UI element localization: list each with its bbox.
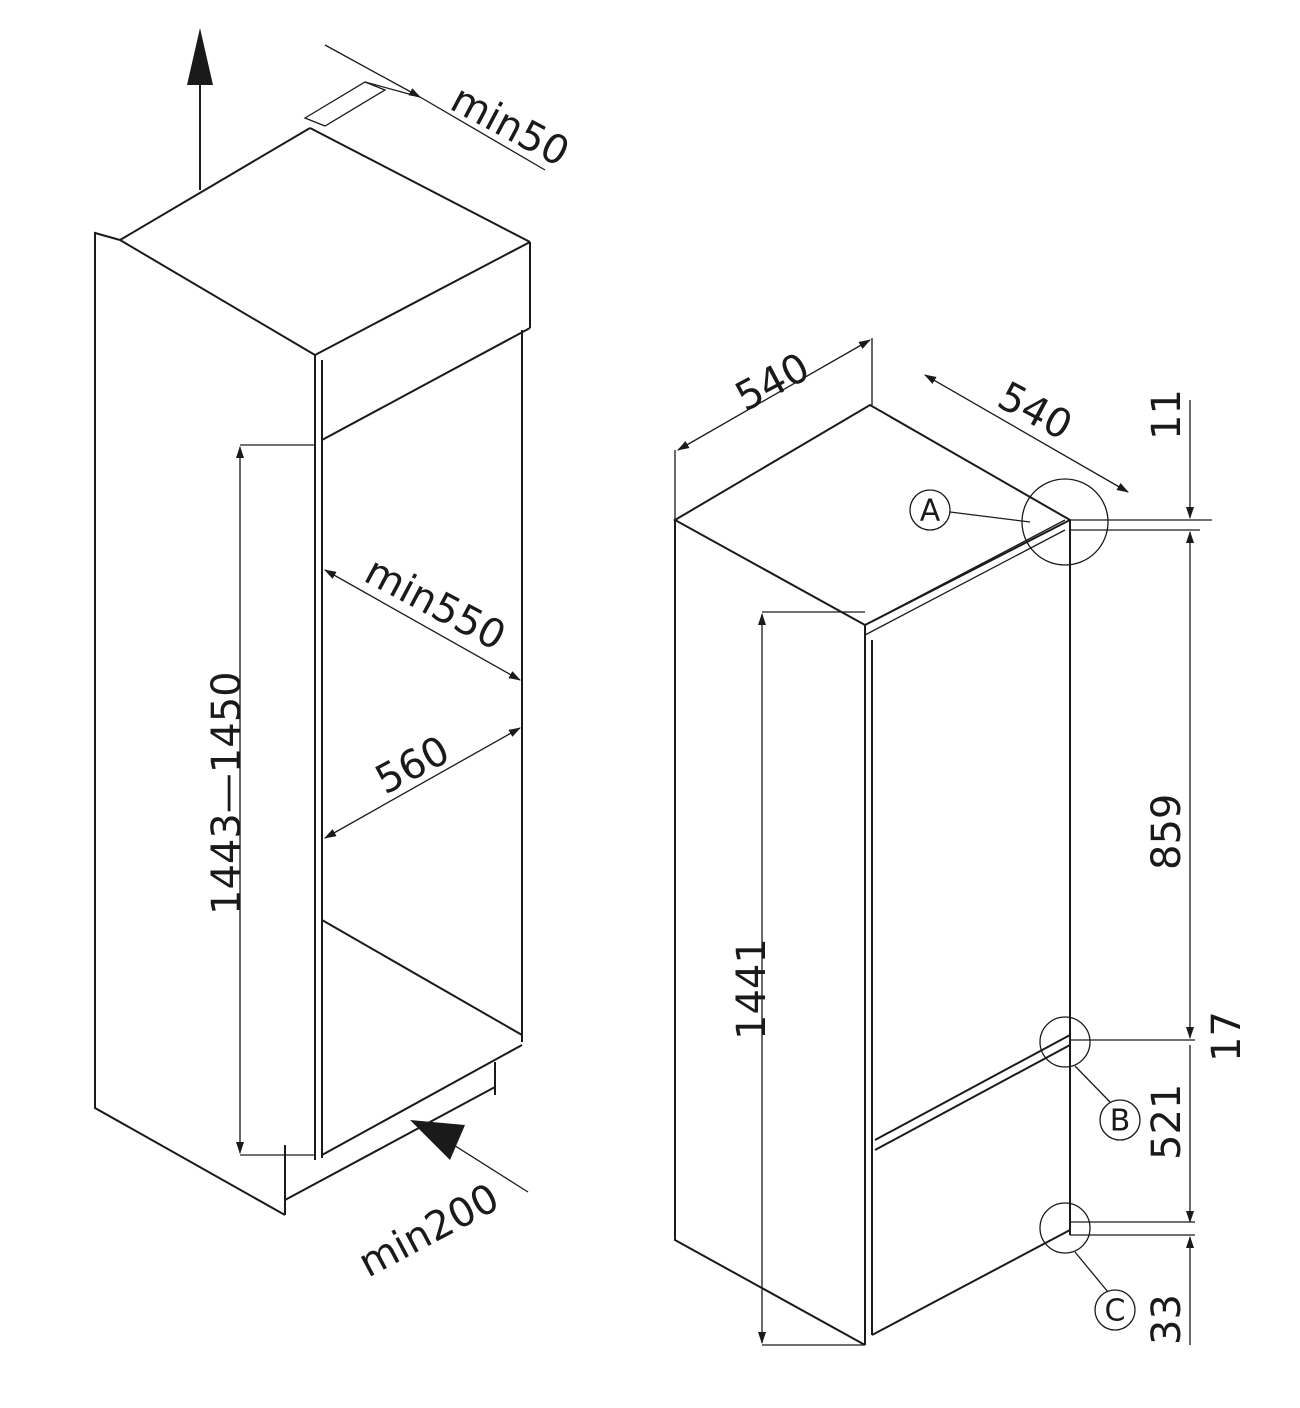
dim-bottom-label: 33 (1144, 1294, 1190, 1345)
width-label: 540 (728, 344, 817, 420)
dim-lower-door-label: 521 (1144, 1084, 1190, 1160)
detail-a-label: A (920, 494, 941, 529)
dim-upper-door-label: 859 (1144, 794, 1190, 870)
niche-height-label: 1443—1450 (204, 671, 250, 915)
detail-b-label: B (1110, 1104, 1131, 1139)
height-label: 1441 (729, 938, 775, 1040)
niche-width-label: 560 (368, 727, 457, 803)
top-vent-slot (303, 81, 387, 127)
appliance: A B C 540 540 11 859 17 521 33 1441 (672, 338, 1250, 1346)
dim-top-label: 11 (1144, 389, 1190, 440)
detail-c-circle (1039, 1202, 1091, 1254)
detail-b-marker (1099, 1099, 1141, 1141)
top-clearance-label: min50 (443, 76, 576, 176)
detail-c-marker (1094, 1289, 1136, 1331)
arrow-icon (410, 1120, 465, 1160)
arrow-up-icon (187, 28, 213, 85)
cabinet-niche: min50 min550 560 1443—1450 min200 (94, 28, 576, 1287)
detail-c-label: C (1105, 1294, 1126, 1329)
detail-a-marker (909, 489, 951, 531)
niche-depth-label: min550 (357, 548, 513, 660)
detail-b-circle (1039, 1016, 1091, 1068)
vent-opening-label: min200 (351, 1175, 507, 1287)
dim-gap-label: 17 (1204, 1011, 1250, 1062)
detail-a-circle (1021, 478, 1109, 566)
